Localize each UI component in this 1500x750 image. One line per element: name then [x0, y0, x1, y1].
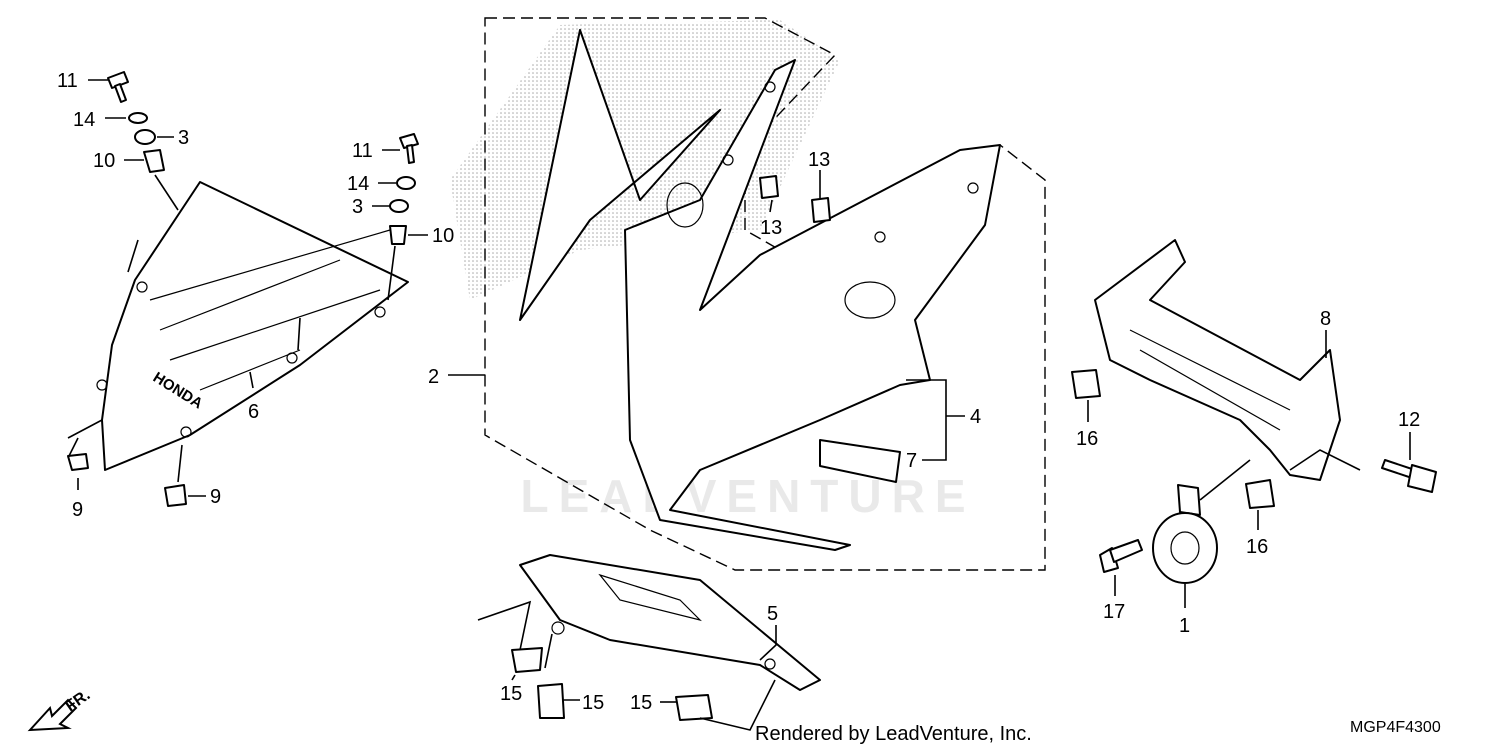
- callout-16-left: 16: [1076, 428, 1098, 450]
- callout-1: 1: [1179, 615, 1190, 637]
- callout-14-left: 14: [73, 109, 95, 131]
- grommet-9-left[interactable]: [67, 453, 89, 471]
- rivet-15-c[interactable]: [675, 694, 713, 721]
- callout-3-left: 3: [178, 127, 189, 149]
- callout-labels: 11 14 3 10 11 14 3 10 13 13 2 4 7 6 9 9 …: [57, 70, 1420, 714]
- upper-cowl[interactable]: [519, 29, 1001, 551]
- callout-15-c: 15: [630, 692, 652, 714]
- callout-15-a: 15: [500, 683, 522, 705]
- grommet-9-right[interactable]: [164, 484, 187, 507]
- leader-lines: [67, 79, 1411, 731]
- callout-12: 12: [1398, 409, 1420, 431]
- grommet-16-right[interactable]: [1245, 479, 1275, 509]
- rivet-15-a[interactable]: [511, 647, 543, 673]
- washer-14-left[interactable]: [128, 112, 148, 124]
- callout-15-b: 15: [582, 692, 604, 714]
- watermark-text: LEADVENTURE: [520, 470, 975, 522]
- callout-13-right: 13: [808, 149, 830, 171]
- callout-6: 6: [248, 401, 259, 423]
- bolt-12[interactable]: [1381, 459, 1437, 493]
- nut-3-left[interactable]: [134, 129, 156, 145]
- callout-8: 8: [1320, 308, 1331, 330]
- screw-11-right[interactable]: [399, 133, 419, 164]
- callout-4: 4: [970, 406, 981, 428]
- windscreen[interactable]: HONDA: [96, 181, 409, 471]
- clip-nut-13-right[interactable]: [811, 197, 831, 223]
- inner-cowl[interactable]: [519, 554, 821, 691]
- front-arrow-icon: [27, 698, 78, 732]
- callout-2: 2: [428, 366, 439, 388]
- grommet-16-left[interactable]: [1071, 369, 1101, 399]
- screw-11-left[interactable]: [107, 71, 129, 103]
- nut-3-right[interactable]: [389, 199, 409, 213]
- cowl-stay-bracket[interactable]: [1094, 239, 1341, 481]
- callout-13-left: 13: [760, 217, 782, 239]
- washer-14-right[interactable]: [396, 176, 416, 190]
- clip-nut-13-left[interactable]: [759, 175, 779, 199]
- callout-10-right: 10: [432, 225, 454, 247]
- callout-10-left: 10: [93, 150, 115, 172]
- callout-11-left: 11: [57, 70, 78, 92]
- callout-17: 17: [1103, 601, 1125, 623]
- grommet-10-left[interactable]: [143, 149, 165, 173]
- callout-7: 7: [906, 450, 917, 472]
- rendered-by-credit: Rendered by LeadVenture, Inc.: [755, 723, 1032, 745]
- bolt-17[interactable]: [1099, 539, 1143, 573]
- cowl-air-intake-right: [844, 281, 896, 319]
- callout-16-right: 16: [1246, 536, 1268, 558]
- diagram-code: MGP4F4300: [1350, 719, 1441, 736]
- callout-11-right: 11: [352, 140, 373, 162]
- horn[interactable]: [1152, 484, 1218, 584]
- callout-5: 5: [767, 603, 778, 625]
- callout-9-left: 9: [72, 499, 83, 521]
- callout-14-right: 14: [347, 173, 369, 195]
- callout-3-right: 3: [352, 196, 363, 218]
- cowl-air-intake-left: [666, 182, 704, 228]
- seal-7[interactable]: [819, 439, 901, 483]
- grommet-10-right[interactable]: [389, 225, 407, 245]
- rivet-15-b[interactable]: [537, 683, 565, 719]
- callout-9-right: 9: [210, 486, 221, 508]
- front-direction-indicator: FR.: [27, 687, 93, 732]
